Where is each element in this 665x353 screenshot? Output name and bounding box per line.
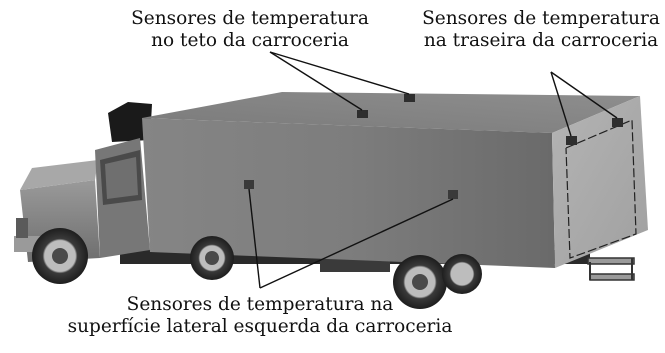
rear-door-outline [565,119,637,259]
roof-sensors-label-line2: no teto da carroceria [151,30,349,51]
roof-leader-1 [269,51,363,111]
rear-sensors-label-line1: Sensores de temperatura [422,8,660,29]
cargo-box [142,92,648,268]
roof-sensor-1 [357,110,368,118]
side-sensors-label-line1: Sensores de temperatura na [126,294,394,315]
front-wheel [32,228,88,284]
rear-sensors-label: Sensores de temperatura na traseira da c… [418,8,664,52]
side-leader-1 [248,188,261,289]
side-leader-2 [259,198,454,289]
side-sensor-2 [448,190,458,199]
side-sensors-label-line2: superfície lateral esquerda da carroceri… [67,316,453,337]
rear-sensor-2 [612,118,623,127]
rear-wheel-1 [190,236,234,280]
rear-wheel-3 [442,254,482,294]
roof-sensors-label-line1: Sensores de temperatura [131,8,369,29]
box-roof [142,92,640,133]
refrigeration-unit [108,102,152,142]
roof-leader-2 [269,51,410,95]
roof-sensors-label: Sensores de temperatura no teto da carro… [120,8,380,52]
side-sensor-1 [244,180,254,189]
rear-leader-1 [550,71,572,137]
side-sensors-label: Sensores de temperatura na superfície la… [60,294,460,338]
rear-wheel-2 [393,255,447,309]
leader-lines [248,51,618,289]
fuel-tank [320,258,390,272]
rear-step [587,257,635,281]
rear-sensors-label-line2: na traseira da carroceria [423,30,659,51]
rear-sensor-1 [566,136,577,145]
roof-sensor-2 [404,94,415,102]
rear-leader-2 [550,71,618,119]
box-left-side [142,118,555,268]
